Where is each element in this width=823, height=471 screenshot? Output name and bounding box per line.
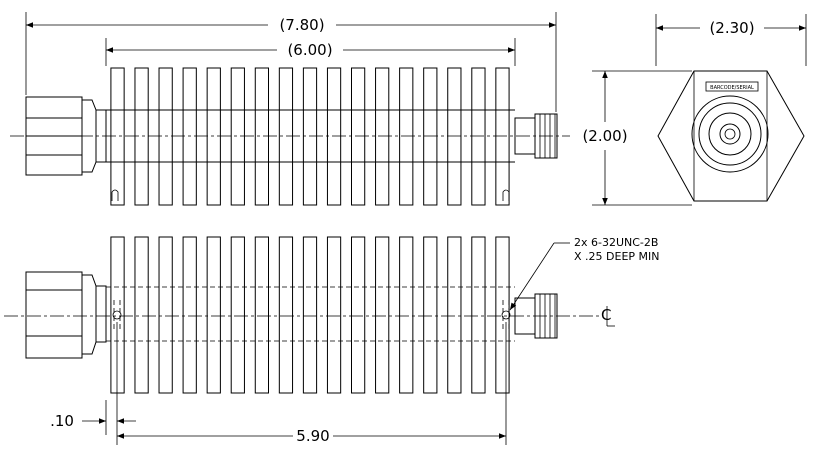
side-view-fin	[230, 236, 245, 394]
centerline-symbol: C	[601, 306, 615, 327]
dimension-fin-length: (6.00)	[105, 38, 516, 66]
side-view-fin	[495, 236, 510, 394]
barcode-serial-label: BARCODE/SERIAL	[710, 85, 754, 91]
side-view-fin	[447, 236, 462, 394]
centerline-symbol-text: C	[601, 306, 611, 324]
dimension-hex-width: (2.30)	[655, 14, 807, 66]
hole-offset-label: .10	[50, 412, 74, 430]
side-view-fin	[302, 236, 318, 394]
top-view-fin	[495, 67, 510, 206]
end-view: BARCODE/SERIAL	[657, 70, 805, 202]
side-view: C	[4, 236, 615, 394]
top-view-fin	[326, 67, 342, 206]
side-view-fin	[254, 236, 270, 394]
side-view-fin	[206, 236, 221, 394]
top-view	[10, 67, 570, 206]
top-view-fin	[134, 67, 149, 206]
overall-length-label: (7.80)	[279, 16, 324, 34]
top-view-fin	[254, 67, 270, 206]
side-view-fin	[158, 236, 173, 394]
dimension-height: (2.00)	[582, 70, 692, 206]
side-view-fin	[326, 236, 342, 394]
top-view-fin	[471, 67, 486, 206]
top-view-fin	[447, 67, 462, 206]
mounting-hole-left	[112, 300, 122, 330]
side-view-fin	[471, 236, 486, 394]
side-view-fin	[182, 236, 197, 394]
height-label: (2.00)	[582, 127, 627, 145]
top-view-fin	[110, 67, 125, 206]
hole-callout: 2x 6-32UNC-2B X .25 DEEP MIN	[509, 236, 660, 311]
dimension-hole-spacing: 5.90	[117, 322, 507, 445]
heatsink-fins-side	[110, 236, 510, 394]
top-view-fin	[230, 67, 245, 206]
fin-length-label: (6.00)	[287, 41, 332, 59]
side-view-fin	[351, 236, 366, 394]
top-view-fin	[351, 67, 366, 206]
hole-note-line2: X .25 DEEP MIN	[574, 250, 660, 263]
top-view-fin	[375, 67, 390, 206]
dimension-overall-length: (7.80)	[25, 12, 557, 112]
side-view-fin	[110, 236, 125, 394]
hole-spacing-label: 5.90	[296, 427, 329, 445]
heatsink-fins-top	[110, 67, 510, 206]
top-view-fin	[182, 67, 197, 206]
top-view-fin	[423, 67, 438, 206]
top-view-fin	[206, 67, 221, 206]
side-view-fin	[278, 236, 294, 394]
n-connector-side	[25, 271, 107, 359]
side-view-fin	[134, 236, 149, 394]
top-view-fin	[302, 67, 318, 206]
top-view-fin	[278, 67, 294, 206]
side-view-fin	[375, 236, 390, 394]
side-view-fin	[399, 236, 414, 394]
top-view-fin	[158, 67, 173, 206]
mounting-hole-right	[501, 300, 511, 330]
top-view-fin	[399, 67, 414, 206]
dimension-hole-offset: .10	[50, 322, 136, 445]
hole-note-line1: 2x 6-32UNC-2B	[574, 236, 658, 249]
side-view-fin	[423, 236, 438, 394]
hex-width-label: (2.30)	[709, 19, 754, 37]
